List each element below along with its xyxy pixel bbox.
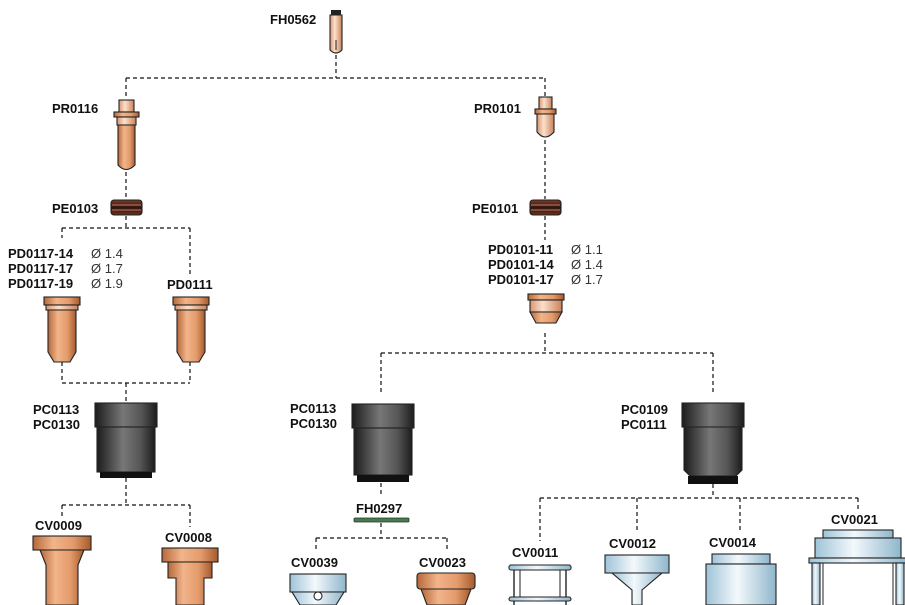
cv0014-part xyxy=(705,553,777,605)
fh0562-label: FH0562 xyxy=(270,12,316,27)
cv0039-label: CV0039 xyxy=(291,555,338,570)
cv0021-part xyxy=(808,529,905,605)
pr0101-part xyxy=(534,96,557,138)
cv0008-label: CV0008 xyxy=(165,530,212,545)
pd-left-dia: Ø 1.4 xyxy=(91,246,123,261)
fh0562-part xyxy=(329,10,343,54)
cv0039-part xyxy=(289,573,347,605)
fh0297-label: FH0297 xyxy=(356,501,402,516)
pd-left-dia: Ø 1.7 xyxy=(91,261,123,276)
cv0014-label: CV0014 xyxy=(709,535,757,550)
pd-left-dia: Ø 1.9 xyxy=(91,276,123,291)
pc-right-label: PC0109 xyxy=(621,402,668,417)
cv0009-part xyxy=(32,535,92,605)
pc-right-label: PC0111 xyxy=(621,417,667,432)
pr0116-label: PR0116 xyxy=(52,101,98,116)
pd-right-code: PD0101-17 xyxy=(488,272,554,287)
pc-left-label: PC0130 xyxy=(33,417,80,432)
cv0009-label: CV0009 xyxy=(35,518,82,533)
cv0021-label: CV0021 xyxy=(831,512,878,527)
cv0012-label: CV0012 xyxy=(609,536,656,551)
pr0116-part xyxy=(113,99,140,171)
connector-lines xyxy=(61,55,859,550)
pe0103-label: PE0103 xyxy=(52,201,98,216)
fh0297-part xyxy=(353,517,410,523)
pd-left-code: PD0117-19 xyxy=(8,276,73,291)
pd-right-code: PD0101-14 xyxy=(488,257,555,272)
cv0012-part xyxy=(604,554,670,605)
pc-right-cap xyxy=(681,402,745,484)
pe0101-part xyxy=(529,199,562,216)
pd-right-code: PD0101-11 xyxy=(488,242,553,257)
pc-mid-label: PC0130 xyxy=(290,416,337,431)
pc-left-label: PC0113 xyxy=(33,402,79,417)
pd-right-dia: Ø 1.7 xyxy=(571,272,603,287)
pd-left-code: PD0117-14 xyxy=(8,246,74,261)
cv0023-label: CV0023 xyxy=(419,555,466,570)
pd-right-list: PD0101-11 Ø 1.1 PD0101-14 Ø 1.4 PD0101-1… xyxy=(488,242,603,287)
pd-right-dia: Ø 1.1 xyxy=(571,242,603,257)
pd0111-nozzle xyxy=(172,296,210,363)
pc-left-cap xyxy=(94,402,158,478)
pd0111-label: PD0111 xyxy=(167,277,213,292)
pd0101-nozzle xyxy=(527,293,565,324)
pd-left-code: PD0117-17 xyxy=(8,261,73,276)
cv0008-part xyxy=(161,547,219,605)
pe0103-part xyxy=(110,199,143,216)
pc-mid-label: PC0113 xyxy=(290,401,336,416)
pe0101-label: PE0101 xyxy=(472,201,518,216)
cv0011-part xyxy=(508,564,572,605)
pc-mid-cap xyxy=(351,403,415,482)
pd-right-dia: Ø 1.4 xyxy=(571,257,603,272)
pd-left-list: PD0117-14 Ø 1.4 PD0117-17 Ø 1.7 PD0117-1… xyxy=(8,246,123,291)
cv0023-part xyxy=(416,572,476,605)
pr0101-label: PR0101 xyxy=(474,101,521,116)
cv0011-label: CV0011 xyxy=(512,545,558,560)
pd0117-nozzle xyxy=(43,296,81,363)
